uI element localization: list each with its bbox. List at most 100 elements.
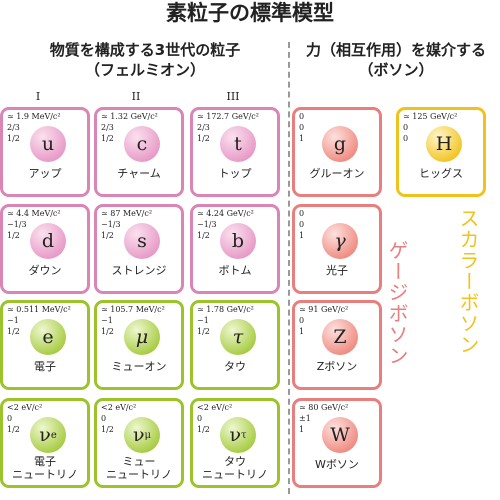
- mass: ≃ 80 GeV/c²: [299, 403, 349, 412]
- charge: −1/3: [101, 220, 121, 229]
- charge: −1: [197, 316, 209, 325]
- particle-card-up: ≃ 1.9 MeV/c² 2/3 1/2 u アップ: [0, 107, 90, 197]
- particle-card-charm: ≃ 1.32 GeV/c² 2/3 1/2 c チャーム: [94, 107, 184, 197]
- spin: 1/2: [101, 327, 114, 336]
- particle-name-line1: 電子: [34, 455, 56, 468]
- mass: ≃ 172.7 GeV/c²: [197, 112, 259, 121]
- particle-symbol: t: [220, 126, 256, 162]
- spin: 1/2: [101, 134, 114, 143]
- charge: 0: [197, 414, 203, 423]
- section-divider: [288, 42, 290, 494]
- particle-symbol: e: [30, 319, 66, 355]
- particle-name: アップ: [28, 167, 62, 180]
- fermion-header: 物質を構成する3世代の粒子 （フェルミオン）: [0, 40, 290, 80]
- particle-name-line2: ニュートリノ: [106, 468, 172, 481]
- boson-header-line2: （ボソン）: [358, 61, 434, 79]
- particle-name: タウ: [224, 360, 246, 373]
- spin: 1/2: [197, 231, 210, 240]
- particle-name: ヒッグス: [419, 167, 463, 180]
- spin: 1/2: [7, 231, 20, 240]
- particle-symbol: Z: [322, 319, 358, 355]
- particle-symbol: τ: [220, 319, 256, 355]
- particle-name: トップ: [218, 167, 252, 180]
- particle-name: チャーム: [117, 167, 161, 180]
- charge: −1: [101, 316, 113, 325]
- spin: 1/2: [197, 425, 210, 434]
- particle-card-muon: ≃ 105.7 MeV/c² −1 1/2 μ ミューオン: [94, 300, 184, 390]
- particle-card-down: ≃ 4.4 MeV/c² −1/3 1/2 d ダウン: [0, 204, 90, 294]
- charge: 0: [299, 316, 305, 325]
- symbol-main: ν: [39, 424, 51, 446]
- particle-card-gluon: 0 0 1 g グルーオン: [292, 107, 382, 197]
- charge: 0: [101, 414, 107, 423]
- mass: ≃ 0.511 MeV/c²: [7, 305, 71, 314]
- generation-2-label: II: [131, 90, 141, 103]
- particle-card-photon: 0 0 1 γ 光子: [292, 204, 382, 294]
- particle-name: 電子 ニュートリノ: [3, 455, 87, 481]
- mass: 0: [299, 209, 305, 218]
- charge: −1/3: [7, 220, 27, 229]
- particle-card-higgs: ≃ 125 GeV/c² 0 0 H ヒッグス: [396, 107, 486, 197]
- spin: 1/2: [197, 134, 210, 143]
- symbol-main: ν: [132, 424, 145, 446]
- charge: 2/3: [197, 123, 210, 132]
- particle-symbol: H: [426, 126, 462, 162]
- particle-name: ストレンジ: [111, 264, 167, 277]
- charge: −1: [7, 316, 19, 325]
- gauge-boson-label: ゲージボソン: [385, 240, 409, 366]
- particle-symbol: g: [322, 126, 358, 162]
- charge: 0: [403, 123, 409, 132]
- spin: 1/2: [7, 134, 20, 143]
- particle-name: タウ ニュートリノ: [193, 455, 277, 481]
- particle-symbol: W: [322, 417, 358, 453]
- charge: 0: [7, 414, 13, 423]
- mass: ≃ 1.78 GeV/c²: [197, 305, 254, 314]
- symbol-main: ν: [229, 424, 241, 446]
- particle-card-top: ≃ 172.7 GeV/c² 2/3 1/2 t トップ: [190, 107, 280, 197]
- particle-card-bottom: ≃ 4.24 GeV/c² −1/3 1/2 b ボトム: [190, 204, 280, 294]
- spin: 1/2: [7, 327, 20, 336]
- particle-card-electron: ≃ 0.511 MeV/c² −1 1/2 e 電子: [0, 300, 90, 390]
- particle-name-line1: ミュー: [122, 455, 156, 468]
- spin: 1/2: [7, 425, 20, 434]
- spin: 1/2: [197, 327, 210, 336]
- spin: 0: [403, 134, 409, 143]
- particle-card-z-boson: ≃ 91 GeV/c² 0 1 Z Zボソン: [292, 300, 382, 390]
- boson-header-line1: 力（相互作用）を媒介する: [305, 41, 486, 59]
- spin: 1/2: [101, 231, 114, 240]
- particle-name: 電子: [34, 360, 56, 373]
- particle-name: ミュー ニュートリノ: [97, 455, 181, 481]
- spin: 1/2: [101, 425, 114, 434]
- particle-card-strange: ≃ 87 MeV/c² −1/3 1/2 s ストレンジ: [94, 204, 184, 294]
- particle-name: ボトム: [218, 264, 252, 277]
- particle-name-line2: ニュートリノ: [12, 468, 78, 481]
- mass: <2 eV/c²: [7, 403, 43, 412]
- particle-card-tau: ≃ 1.78 GeV/c² −1 1/2 τ タウ: [190, 300, 280, 390]
- charge: 2/3: [101, 123, 114, 132]
- mass: ≃ 1.9 MeV/c²: [7, 112, 61, 121]
- particle-card-w-boson: ≃ 80 GeV/c² ±1 1 W Wボソン: [292, 398, 382, 488]
- charge: 0: [299, 220, 305, 229]
- particle-symbol: μ: [124, 319, 160, 355]
- particle-symbol: s: [124, 223, 160, 259]
- mass: ≃ 105.7 MeV/c²: [101, 305, 165, 314]
- symbol-subscript: μ: [144, 429, 152, 441]
- mass: <2 eV/c²: [197, 403, 233, 412]
- boson-header: 力（相互作用）を媒介する （ボソン）: [292, 40, 500, 80]
- spin: 1: [299, 425, 305, 434]
- particle-name-line1: タウ: [224, 455, 246, 468]
- particle-name: Wボソン: [315, 458, 359, 471]
- mass: ≃ 91 GeV/c²: [299, 305, 349, 314]
- mass: 0: [299, 112, 305, 121]
- mass: ≃ 1.32 GeV/c²: [101, 112, 158, 121]
- mass: ≃ 4.4 MeV/c²: [7, 209, 61, 218]
- particle-name: ダウン: [28, 264, 62, 277]
- particle-name: グルーオン: [309, 167, 365, 180]
- fermion-header-line2: （フェルミオン）: [84, 61, 205, 79]
- particle-symbol: c: [124, 126, 160, 162]
